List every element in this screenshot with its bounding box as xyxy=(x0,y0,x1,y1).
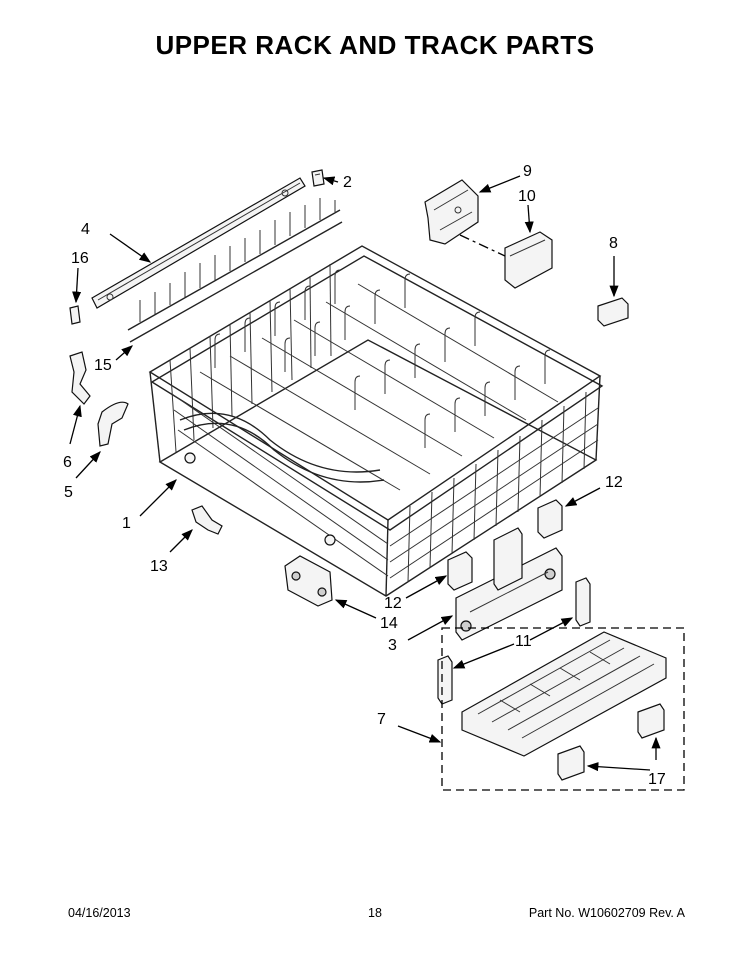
wheel-carrier xyxy=(284,555,333,607)
callout-3: 3 xyxy=(388,637,397,654)
cutlery-tray-kit xyxy=(441,627,685,791)
callout-16: 16 xyxy=(71,250,89,267)
callout-10: 10 xyxy=(518,188,536,205)
rail-stop xyxy=(597,297,629,327)
callout-6: 6 xyxy=(63,454,72,471)
callout-15: 15 xyxy=(94,357,112,374)
footer-date: 04/16/2013 xyxy=(68,906,131,920)
rack-adjuster-right xyxy=(537,499,563,539)
callout-7: 7 xyxy=(377,711,386,728)
callout-12-lower: 12 xyxy=(384,595,402,612)
callout-11: 11 xyxy=(515,633,532,650)
callout-12-upper: 12 xyxy=(605,474,623,491)
callout-14: 14 xyxy=(380,615,398,632)
rack-track-assembly xyxy=(455,527,563,641)
rack-adjuster-left xyxy=(447,551,473,591)
callout-5: 5 xyxy=(64,484,73,501)
folding-tine-row xyxy=(127,198,343,343)
rack-adjuster-housing xyxy=(424,179,479,245)
callout-8: 8 xyxy=(609,235,618,252)
callout-17: 17 xyxy=(648,771,666,788)
rack-clip xyxy=(191,505,223,535)
adjuster-latch xyxy=(459,231,553,289)
tine-clip xyxy=(69,351,91,405)
rack-bumper xyxy=(97,401,129,447)
tray-clip-left xyxy=(557,745,585,781)
rail-end-clip xyxy=(311,169,325,187)
leader-lines xyxy=(69,175,661,772)
footer-page-number: 18 xyxy=(368,906,382,920)
track-end-cap-left xyxy=(437,655,453,705)
track-end-cap-right xyxy=(575,577,591,627)
callout-1: 1 xyxy=(122,515,131,532)
footer-part-number: Part No. W10602709 Rev. A xyxy=(528,906,685,920)
callout-9: 9 xyxy=(523,163,532,180)
tray-clip-right xyxy=(637,703,665,739)
rail-end-cap xyxy=(69,305,81,325)
callout-13: 13 xyxy=(150,558,168,575)
upper-dish-rack xyxy=(148,245,604,597)
page-title: UPPER RACK AND TRACK PARTS xyxy=(155,30,595,60)
rack-rail xyxy=(91,177,306,309)
callout-4: 4 xyxy=(81,221,90,238)
callout-2: 2 xyxy=(343,174,352,191)
